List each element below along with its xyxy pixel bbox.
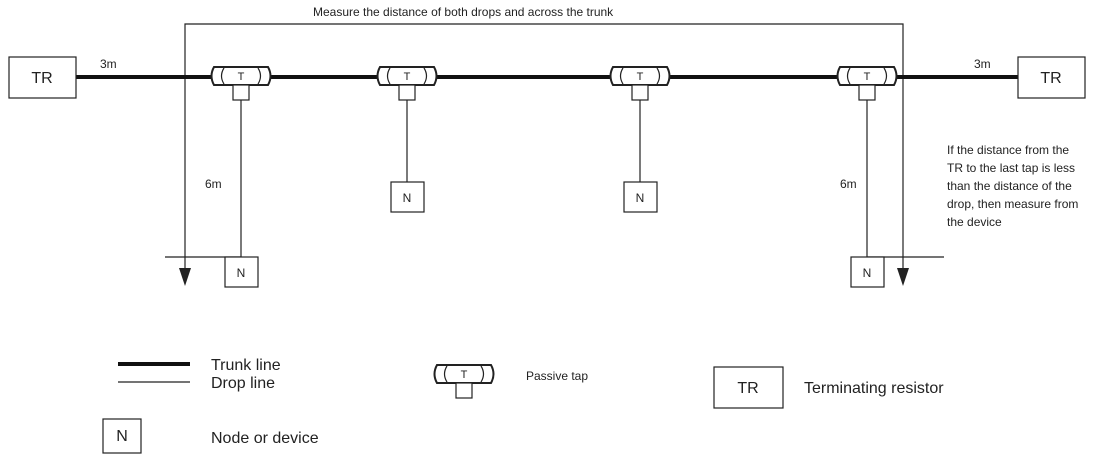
- node-2: N: [390, 181, 425, 213]
- node-1: N: [224, 256, 259, 288]
- svg-text:T: T: [404, 71, 411, 83]
- passive-tap-1: T: [210, 66, 272, 101]
- svg-text:If the distance from the: If the distance from the: [947, 143, 1069, 157]
- right-trunk-length: 3m: [974, 57, 991, 71]
- legend-node-symbol: N: [102, 418, 142, 454]
- svg-text:T: T: [864, 71, 871, 83]
- svg-text:TR to the last tap is less: TR to the last tap is less: [947, 161, 1075, 175]
- svg-text:T: T: [461, 369, 468, 381]
- node-4: N: [850, 256, 885, 288]
- legend-trunk-label: Trunk line: [211, 357, 281, 374]
- measurement-bracket: [179, 23, 909, 286]
- svg-text:N: N: [237, 266, 246, 280]
- node-3: N: [623, 181, 658, 213]
- svg-text:TR: TR: [1040, 70, 1061, 87]
- legend-node-label: Node or device: [211, 430, 319, 447]
- side-note: If the distance from the TR to the last …: [947, 143, 1078, 229]
- svg-text:N: N: [116, 428, 128, 445]
- svg-text:T: T: [238, 71, 245, 83]
- left-arrowhead: [179, 268, 191, 286]
- legend: Trunk line Drop line T Passive tap TR Te…: [102, 357, 944, 454]
- svg-text:N: N: [863, 266, 872, 280]
- svg-text:drop, then measure from: drop, then measure from: [947, 197, 1078, 211]
- passive-tap-4: T: [836, 66, 898, 101]
- diagram-title: Measure the distance of both drops and a…: [313, 5, 614, 19]
- svg-text:T: T: [637, 71, 644, 83]
- svg-text:the device: the device: [947, 215, 1002, 229]
- svg-text:N: N: [403, 191, 412, 205]
- svg-text:TR: TR: [31, 70, 52, 87]
- left-terminating-resistor: TR: [8, 56, 77, 99]
- legend-drop-label: Drop line: [211, 375, 275, 392]
- legend-resistor-label: Terminating resistor: [804, 380, 944, 397]
- passive-tap-3: T: [609, 66, 671, 101]
- passive-tap-2: T: [376, 66, 438, 101]
- right-arrowhead: [897, 268, 909, 286]
- right-drop-length: 6m: [840, 177, 857, 191]
- right-terminating-resistor: TR: [1017, 56, 1086, 99]
- legend-resistor-symbol: TR: [713, 366, 784, 409]
- left-trunk-length: 3m: [100, 57, 117, 71]
- svg-text:TR: TR: [737, 380, 758, 397]
- legend-tap-symbol: T: [433, 364, 495, 399]
- svg-text:than the distance of the: than the distance of the: [947, 179, 1072, 193]
- svg-text:N: N: [636, 191, 645, 205]
- left-drop-length: 6m: [205, 177, 222, 191]
- legend-tap-label: Passive tap: [526, 369, 588, 383]
